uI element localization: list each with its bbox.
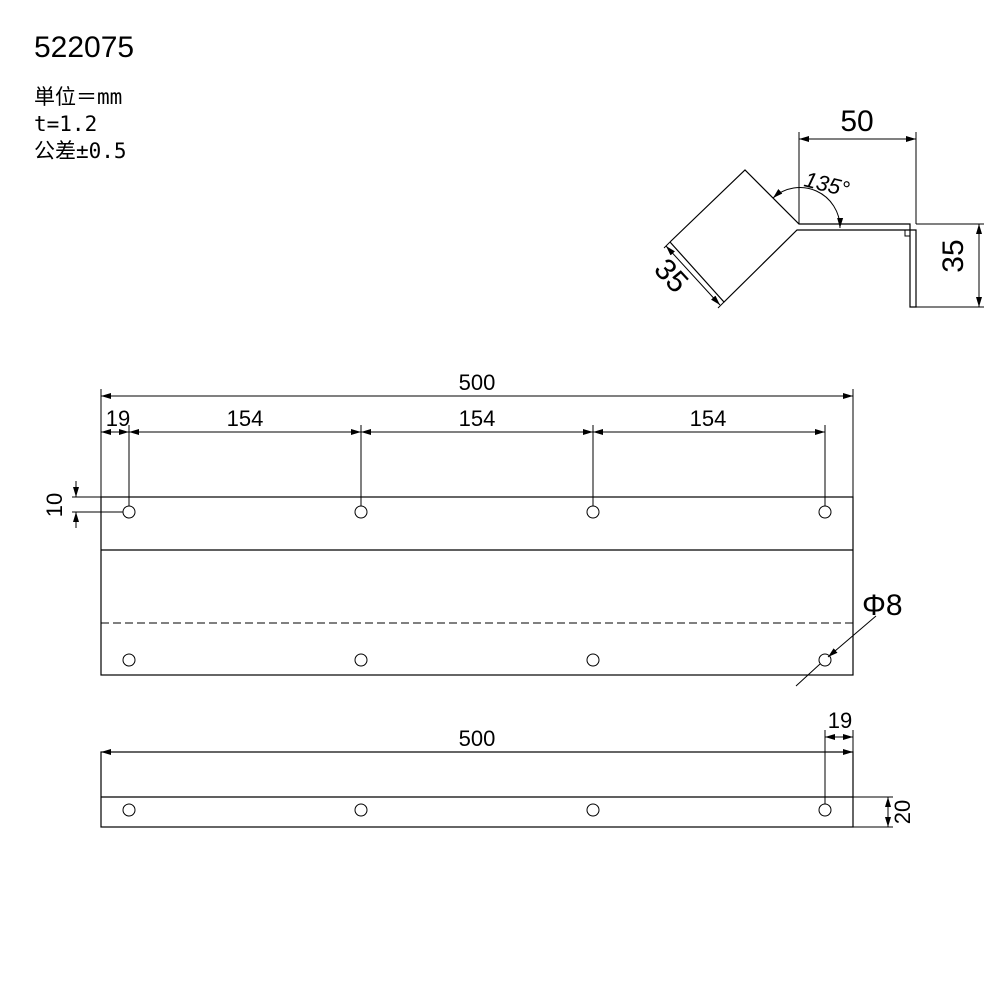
hole [354, 505, 368, 519]
tolerance-note: 公差±0.5 [34, 139, 127, 163]
hole [586, 505, 600, 519]
dim-50-label: 50 [840, 105, 873, 138]
hole [122, 803, 136, 817]
dim-19-label: 19 [106, 406, 130, 431]
hole [586, 653, 600, 667]
bottom-outline [100, 751, 854, 828]
hole [818, 505, 832, 519]
thickness-note: t=1.2 [34, 112, 97, 136]
side-view: 50 135° 35 35 [648, 105, 984, 309]
dim-500-bottom-label: 500 [459, 726, 496, 751]
hole [122, 653, 136, 667]
front-view: 500 19 154 154 154 10 Φ8 [42, 370, 903, 687]
hole [354, 803, 368, 817]
hole [354, 653, 368, 667]
dim-slant-35-label: 35 [648, 253, 695, 300]
dim-19-bottom-label: 19 [828, 708, 852, 733]
angle-arc [772, 187, 844, 229]
front-outline [100, 496, 854, 676]
dim-height-35-label: 35 [937, 239, 970, 272]
dim-154-label: 154 [227, 406, 264, 431]
dim-500-label: 500 [459, 370, 496, 395]
unit-note: 単位＝mm [34, 85, 122, 109]
hole [122, 505, 136, 519]
dim-154-label: 154 [690, 406, 727, 431]
dim-line-slant-35 [665, 245, 721, 306]
bottom-view: 500 19 20 [100, 708, 915, 828]
hole [586, 803, 600, 817]
hole [818, 803, 832, 817]
dim-10-label: 10 [42, 493, 67, 517]
dim-20-label: 20 [890, 800, 915, 824]
side-profile [669, 169, 917, 308]
hole-diameter-label: Φ8 [862, 589, 903, 622]
part-number: 522075 [34, 31, 134, 64]
hole-leader [827, 615, 877, 658]
dim-154-label: 154 [459, 406, 496, 431]
angle-label: 135° [802, 167, 852, 202]
